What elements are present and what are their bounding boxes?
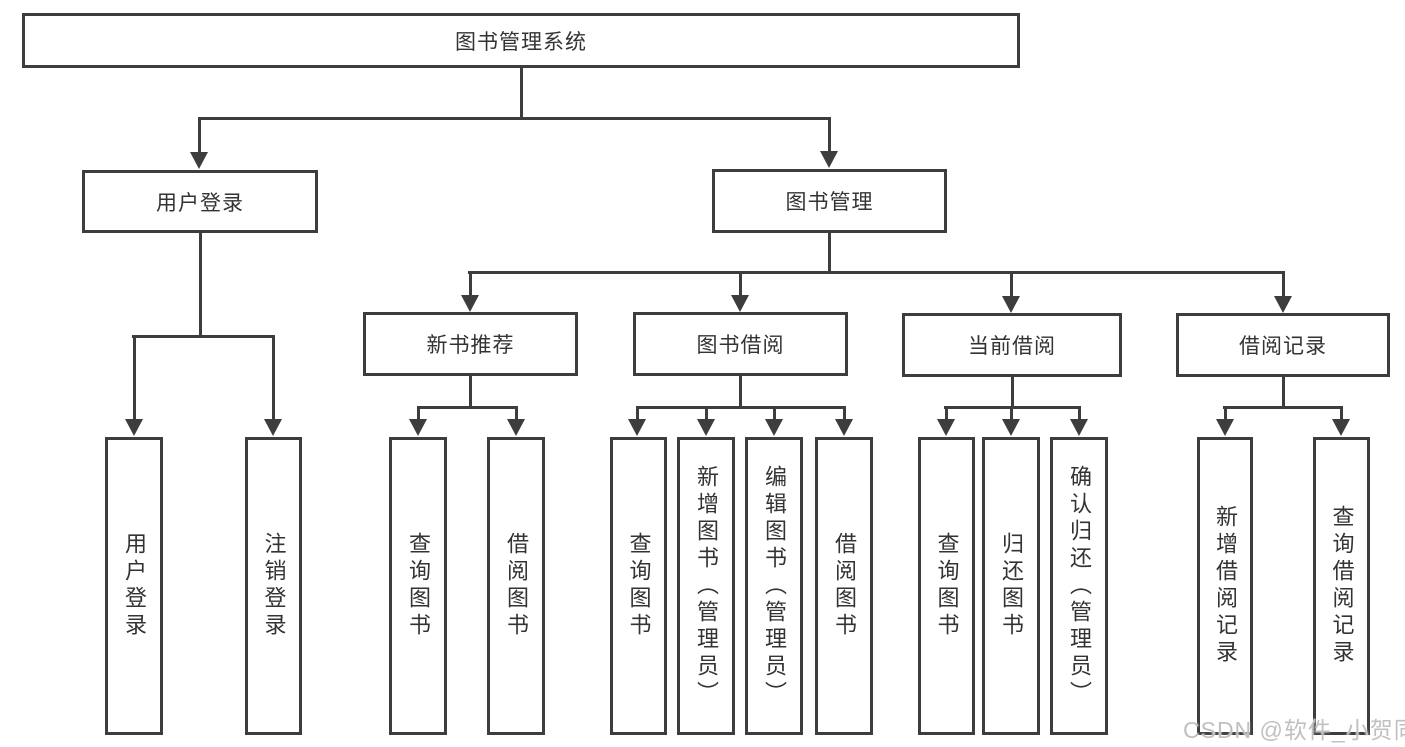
node-label: 图书管理 bbox=[785, 191, 874, 214]
connector-line bbox=[468, 271, 1284, 274]
connector-line bbox=[773, 406, 776, 422]
leaf-label: 新增借阅记录 bbox=[1213, 505, 1238, 667]
connector-line bbox=[417, 406, 517, 409]
node-new-book-recommend: 新书推荐 bbox=[363, 312, 578, 376]
connector-line bbox=[133, 335, 136, 421]
connector-line bbox=[1224, 406, 1227, 422]
leaf-label: 注销登录 bbox=[261, 532, 287, 640]
arrowhead-icon bbox=[1216, 419, 1234, 436]
leaf-label: 借阅图书 bbox=[504, 532, 529, 640]
node-label: 图书管理系统 bbox=[455, 30, 587, 54]
arrowhead-icon bbox=[461, 295, 479, 312]
leaf-label: 用户登录 bbox=[122, 532, 147, 640]
node-user-login: 用户登录 bbox=[82, 170, 318, 233]
leaf-label: 查询图书 bbox=[934, 532, 960, 640]
node-label: 新书推荐 bbox=[426, 334, 515, 357]
leaf-edit-book-admin: 编辑图书（管理员） bbox=[745, 437, 803, 735]
leaf-borrow-book-2: 借阅图书 bbox=[815, 437, 873, 735]
connector-line bbox=[520, 68, 523, 120]
connector-line bbox=[1010, 406, 1013, 422]
leaf-label: 借阅图书 bbox=[832, 532, 857, 640]
connector-line bbox=[705, 406, 708, 422]
arrowhead-icon bbox=[507, 419, 525, 436]
connector-line bbox=[739, 271, 742, 297]
leaf-return-book: 归还图书 bbox=[982, 437, 1040, 735]
arrowhead-icon bbox=[820, 151, 838, 168]
leaf-query-borrow-record: 查询借阅记录 bbox=[1313, 437, 1370, 735]
connector-line bbox=[199, 233, 202, 338]
arrowhead-icon bbox=[937, 419, 955, 436]
leaf-label: 归还图书 bbox=[999, 532, 1024, 640]
arrowhead-icon bbox=[264, 419, 282, 436]
arrowhead-icon bbox=[765, 419, 783, 436]
connector-line bbox=[828, 117, 831, 153]
node-book-management: 图书管理 bbox=[712, 169, 947, 233]
connector-line bbox=[515, 406, 518, 422]
connector-line bbox=[843, 406, 846, 422]
arrowhead-icon bbox=[1332, 419, 1350, 436]
node-label: 图书借阅 bbox=[696, 334, 785, 357]
leaf-add-borrow-record: 新增借阅记录 bbox=[1197, 437, 1253, 735]
node-library-management-system: 图书管理系统 bbox=[22, 13, 1020, 68]
connector-line bbox=[469, 271, 472, 297]
node-label: 用户登录 bbox=[156, 191, 244, 215]
arrowhead-icon bbox=[125, 419, 143, 436]
leaf-query-book-3: 查询图书 bbox=[918, 437, 975, 735]
leaf-query-book-2: 查询图书 bbox=[610, 437, 667, 735]
node-borrow-record: 借阅记录 bbox=[1176, 313, 1390, 377]
leaf-add-book-admin: 新增图书（管理员） bbox=[677, 437, 735, 735]
connector-line bbox=[1011, 377, 1014, 409]
arrowhead-icon bbox=[628, 419, 646, 436]
connector-line bbox=[636, 406, 639, 422]
connector-line bbox=[198, 117, 201, 153]
arrowhead-icon bbox=[409, 419, 427, 436]
connector-line bbox=[132, 335, 275, 338]
connector-line bbox=[945, 406, 948, 422]
node-label: 当前借阅 bbox=[968, 335, 1056, 358]
arrowhead-icon bbox=[835, 419, 853, 436]
arrowhead-icon bbox=[731, 295, 749, 312]
arrowhead-icon bbox=[190, 152, 208, 169]
connector-line bbox=[1282, 271, 1285, 297]
connector-line bbox=[1340, 406, 1343, 422]
node-book-borrow: 图书借阅 bbox=[633, 312, 848, 376]
connector-line bbox=[198, 117, 830, 120]
leaf-label: 查询图书 bbox=[406, 532, 431, 640]
leaf-confirm-return-admin: 确认归还（管理员） bbox=[1050, 437, 1108, 735]
leaf-label: 查询图书 bbox=[626, 532, 652, 640]
node-label: 借阅记录 bbox=[1239, 335, 1327, 358]
arrowhead-icon bbox=[1002, 296, 1020, 313]
csdn-watermark: CSDN @软件_小贺同学 bbox=[1183, 717, 1405, 743]
leaf-label: 确认归还（管理员） bbox=[1067, 464, 1092, 708]
leaf-query-book-1: 查询图书 bbox=[389, 437, 447, 735]
leaf-label: 查询借阅记录 bbox=[1329, 505, 1355, 667]
arrowhead-icon bbox=[1274, 296, 1292, 313]
leaf-logout: 注销登录 bbox=[245, 437, 302, 735]
connector-line bbox=[739, 376, 742, 409]
connector-line bbox=[1282, 377, 1285, 409]
connector-line bbox=[1010, 271, 1013, 297]
connector-line bbox=[417, 406, 420, 422]
leaf-borrow-book-1: 借阅图书 bbox=[487, 437, 545, 735]
leaf-user-login: 用户登录 bbox=[105, 437, 163, 735]
connector-line bbox=[272, 335, 275, 421]
node-current-borrow: 当前借阅 bbox=[902, 313, 1122, 377]
connector-line bbox=[469, 376, 472, 409]
arrowhead-icon bbox=[1002, 419, 1020, 436]
connector-line bbox=[828, 233, 831, 274]
leaf-label: 新增图书（管理员） bbox=[694, 464, 719, 708]
connector-line bbox=[1078, 406, 1081, 422]
arrowhead-icon bbox=[697, 419, 715, 436]
leaf-label: 编辑图书（管理员） bbox=[762, 464, 787, 708]
arrowhead-icon bbox=[1070, 419, 1088, 436]
